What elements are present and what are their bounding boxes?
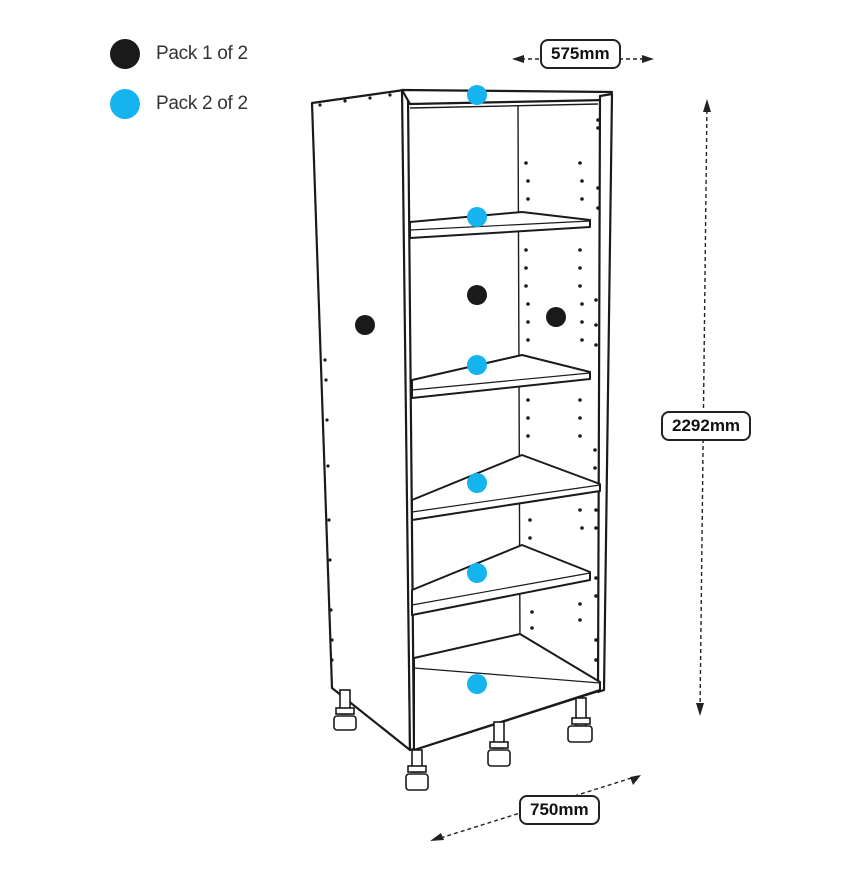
pack1-legend-label: Pack 1 of 2 [156, 43, 248, 64]
bottom-panel [413, 633, 601, 751]
shelves [409, 211, 601, 751]
pack1-marker-back [467, 285, 487, 305]
pack2-legend-icon [110, 89, 140, 119]
pack-markers [355, 85, 566, 694]
shelf-2 [411, 354, 591, 399]
leg-back-right [567, 697, 593, 743]
pack2-marker-shelf-1 [467, 207, 487, 227]
dimension-arrows [430, 55, 711, 841]
pack2-marker-top [467, 85, 487, 105]
legend-pack1: Pack 1 of 2 [110, 39, 248, 69]
leg-back-middle [487, 721, 511, 767]
depth-dimension-label: 575mm [540, 39, 621, 69]
legend-pack2: Pack 2 of 2 [110, 89, 248, 119]
pack2-legend-label: Pack 2 of 2 [156, 93, 248, 114]
pack1-marker-left-side [355, 315, 375, 335]
right-side-panel [596, 92, 614, 694]
pack2-marker-bottom [467, 674, 487, 694]
width-dimension-label: 750mm [519, 795, 600, 825]
legs [333, 689, 593, 791]
shelf-3 [411, 454, 601, 521]
pack2-marker-shelf-3 [467, 473, 487, 493]
pack2-marker-shelf-2 [467, 355, 487, 375]
leg-back-left [333, 689, 357, 731]
pack1-marker-right-side [546, 307, 566, 327]
leg-front-left [405, 749, 429, 791]
pack1-legend-icon [110, 39, 140, 69]
pack2-marker-shelf-4 [467, 563, 487, 583]
shelf-pin-holes [318, 93, 600, 662]
height-dimension-label: 2292mm [661, 411, 752, 441]
